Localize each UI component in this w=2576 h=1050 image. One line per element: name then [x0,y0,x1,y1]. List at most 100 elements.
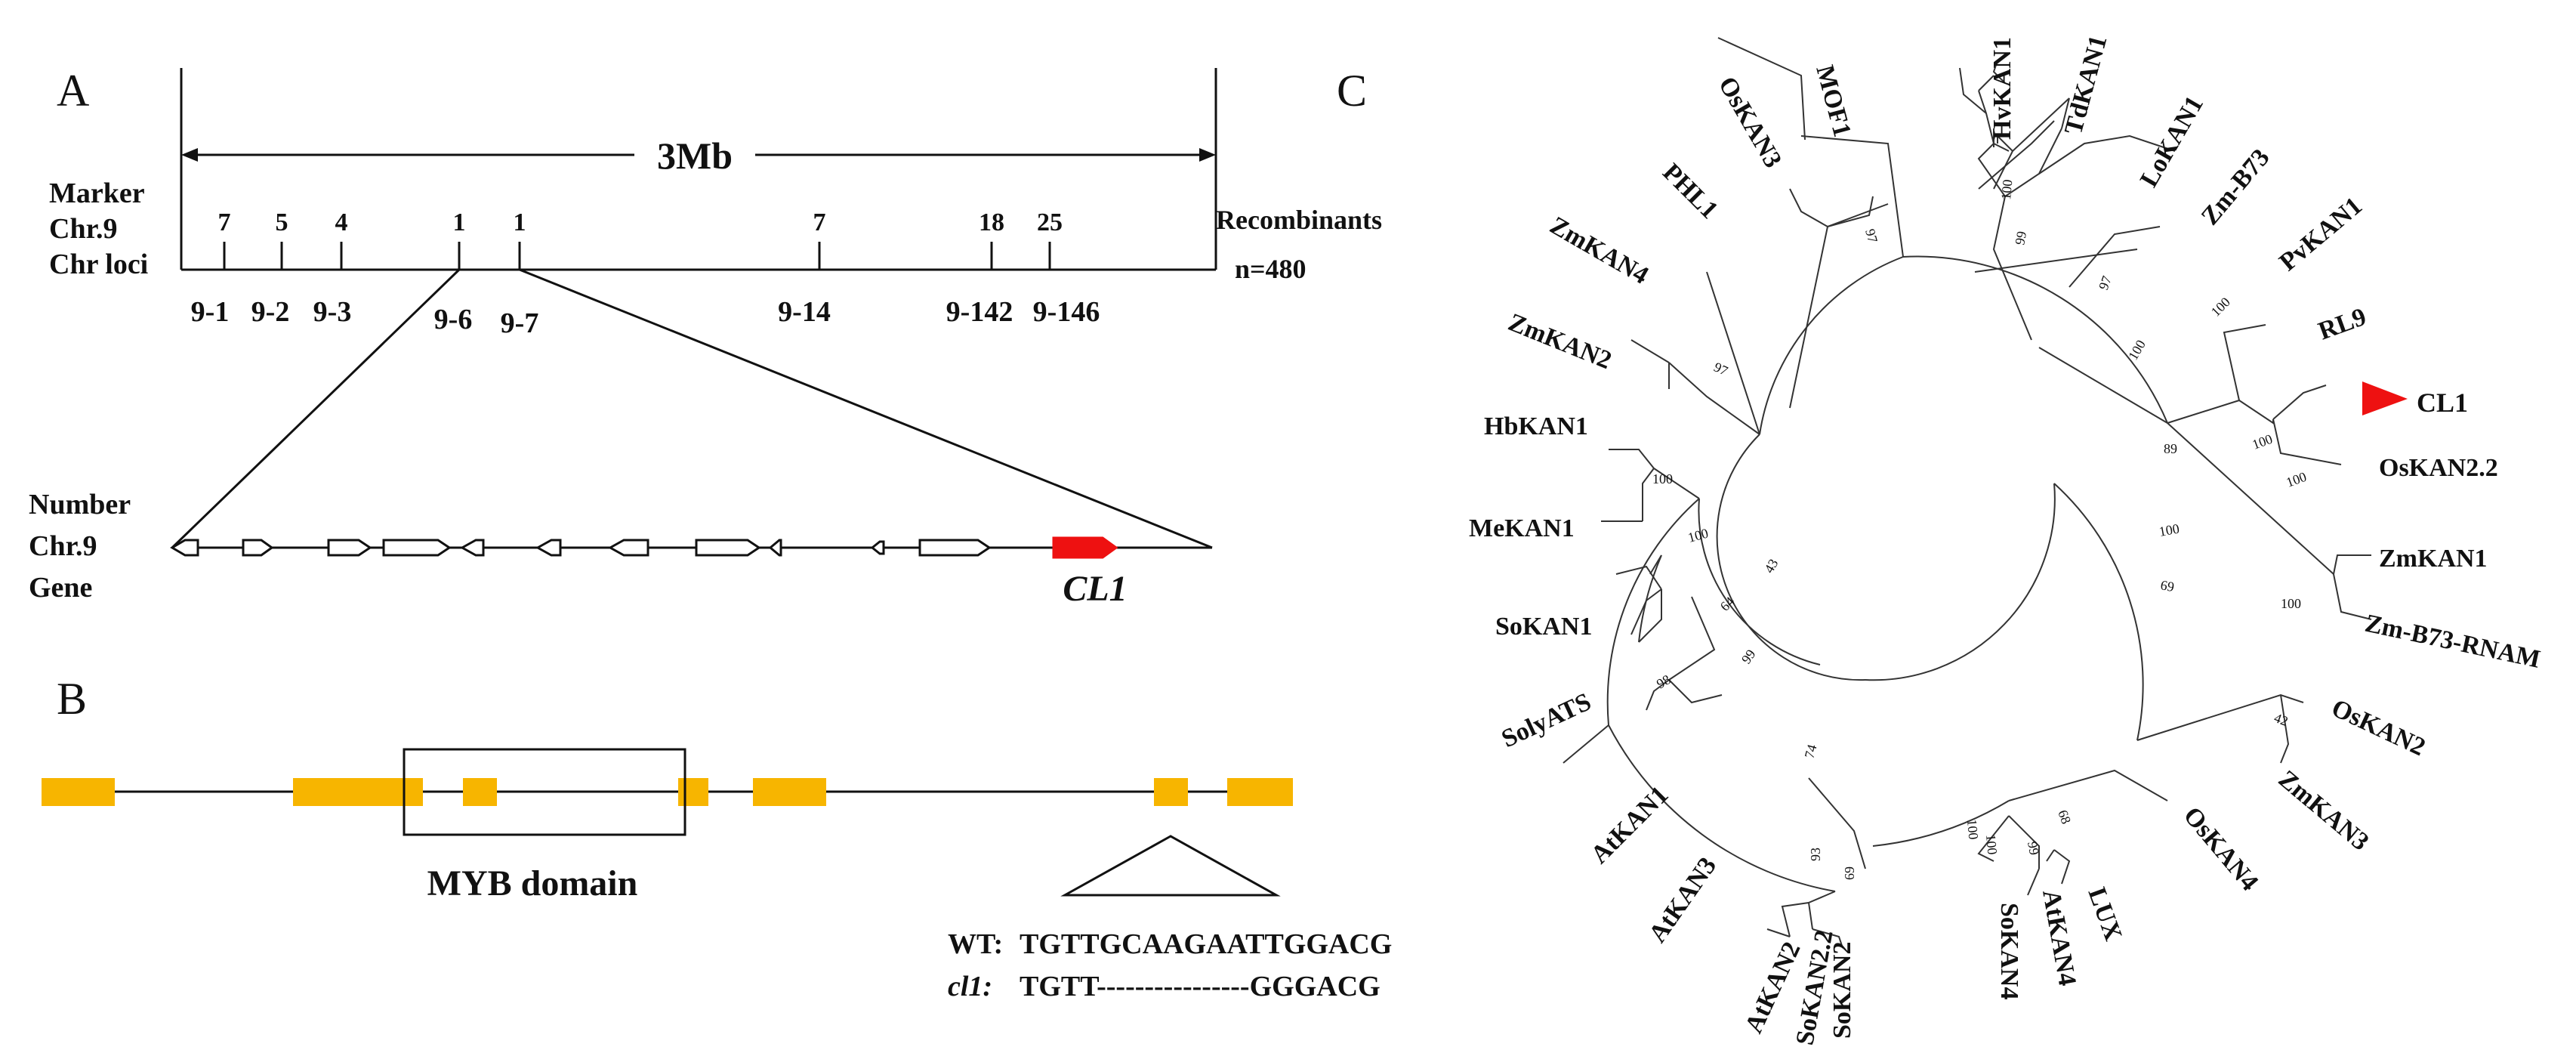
tree-branch [1812,928,1843,949]
exons [42,778,1293,806]
exon [42,778,115,806]
gene-arrow [607,539,649,557]
exon [678,778,708,806]
bootstrap-value: 100 [1983,834,2000,856]
tree-branch [1630,588,1662,635]
tree-branch [1653,468,1700,499]
tree-leaf: SoKAN1 [1495,613,1592,641]
tree-leaf: ZmKAN2 [1504,308,1615,375]
tree-leaf: ZmKAN4 [1545,212,1653,290]
tree-leaf: SolyATS [1498,687,1596,753]
marker-9-142: 18 9-142 [946,208,1013,328]
gene-arrow [768,539,782,557]
tree-branch [2046,849,2055,862]
cl1-sequence: TGTT----------------GGGACG [1020,971,1381,1002]
bootstrap-value: 100 [1964,819,1981,841]
gene-arrow [327,539,372,557]
tree-leaf: MOF1 [1810,62,1856,140]
tree-branch [1827,196,1874,227]
row-label-marker: Marker [49,178,145,209]
bootstrap-value: 97 [1711,359,1730,378]
marker-recombinants: 7 [218,208,231,236]
tree-branch [2008,769,2168,801]
marker-name: 9-146 [1033,296,1100,328]
tree-leaf-cl1: CL1 [2417,388,2468,418]
scale-arrow-right [1199,148,1216,162]
tree-branch [2027,868,2040,896]
tree-branch [2008,815,2040,869]
bootstrap-value: 68 [2055,808,2074,826]
tree-leaf: ZmKAN1 [2379,545,2488,573]
tree-leaf: SoKAN4 [1995,903,2023,999]
tree-branch [1706,271,1760,435]
scale-arrow-left [181,148,198,162]
bootstrap-value: 99 [2025,840,2042,856]
bootstrap-value: 100 [2251,431,2275,452]
tree-branch [1609,449,1655,469]
tree-leaf: OsKAN2.2 [2379,454,2498,482]
gene-arrow [459,539,485,557]
marker-9-3: 4 9-3 [313,208,352,328]
tree-leaf: PvKAN1 [2274,192,2368,276]
tree-leaf: AtKAN3 [1643,852,1722,947]
gene-row-label-number: Number [29,489,131,520]
marker-recombinants: 5 [276,208,288,236]
tree-branch [1668,362,1760,435]
bootstrap-value: 100 [1652,471,1673,486]
gene-arrow [242,539,274,557]
tree-leaf: OsKAN2 [2328,694,2429,761]
tree-branch [2167,399,2274,425]
tree-branch [1649,554,1662,575]
phylogenetic-tree [1563,37,2372,949]
zoom-line-right [519,268,1213,549]
bootstrap-value: 100 [2208,295,2233,320]
gene-row-label-gene: Gene [29,572,92,604]
marker-name: 9-2 [251,296,290,328]
marker-9-6: 1 9-6 [434,208,473,335]
exon [463,778,497,806]
bootstrap-value: 43 [1761,556,1781,576]
marker-recombinants: 18 [979,208,1004,236]
tree-branch [2280,694,2290,764]
bootstrap-value: 100 [2158,521,2180,539]
tree-branch [1668,596,1716,681]
tree-branch [1766,928,1791,937]
panel-a-label: A [57,66,89,116]
gene-arrow [170,539,199,557]
gene-arrow [870,540,885,555]
bootstrap-value: 100 [2284,469,2309,490]
wt-sequence: TGTTGCAAGAATTGGACG [1020,928,1392,960]
tree-branch [1977,128,2006,197]
tree-branch [2069,226,2161,288]
tree-leaf: RL9 [2315,303,2370,346]
bootstrap-value: 93 [1808,848,1823,861]
marker-9-1: 7 9-1 [191,208,231,328]
marker-recombinants: 25 [1037,208,1063,236]
panel-b-label: B [57,674,87,724]
tree-branch [1959,67,1987,114]
tree-leaf: Zm-B73 [2196,144,2275,230]
bootstrap-value: 69 [2159,577,2175,594]
tree-branch [2333,573,2372,620]
tree-leaf: OsKAN4 [2178,801,2263,896]
bootstrap-value: 99 [1738,647,1759,666]
marker-name: 9-6 [434,304,473,335]
tree-leaf: SoKAN2 [1828,942,1856,1039]
tree-branch [1865,483,2056,681]
gene-arrow [535,539,562,557]
marker-recombinants: 1 [453,208,466,236]
tree-branch [1781,902,1809,937]
myb-domain-box [403,748,686,836]
exon [1227,778,1293,806]
bootstrap-value: 100 [1998,179,2015,201]
bootstrap-value: 100 [2281,596,2301,611]
exon [1154,778,1188,806]
tree-branch [1807,891,1836,930]
tree-leaf: AtKAN1 [1585,781,1674,869]
marker-9-2: 5 9-2 [251,208,290,328]
marker-name: 9-3 [313,296,352,328]
row-label-chr-loci: Chr loci [49,249,148,280]
marker-name: 9-142 [946,296,1013,328]
tree-branch [1992,196,2032,341]
